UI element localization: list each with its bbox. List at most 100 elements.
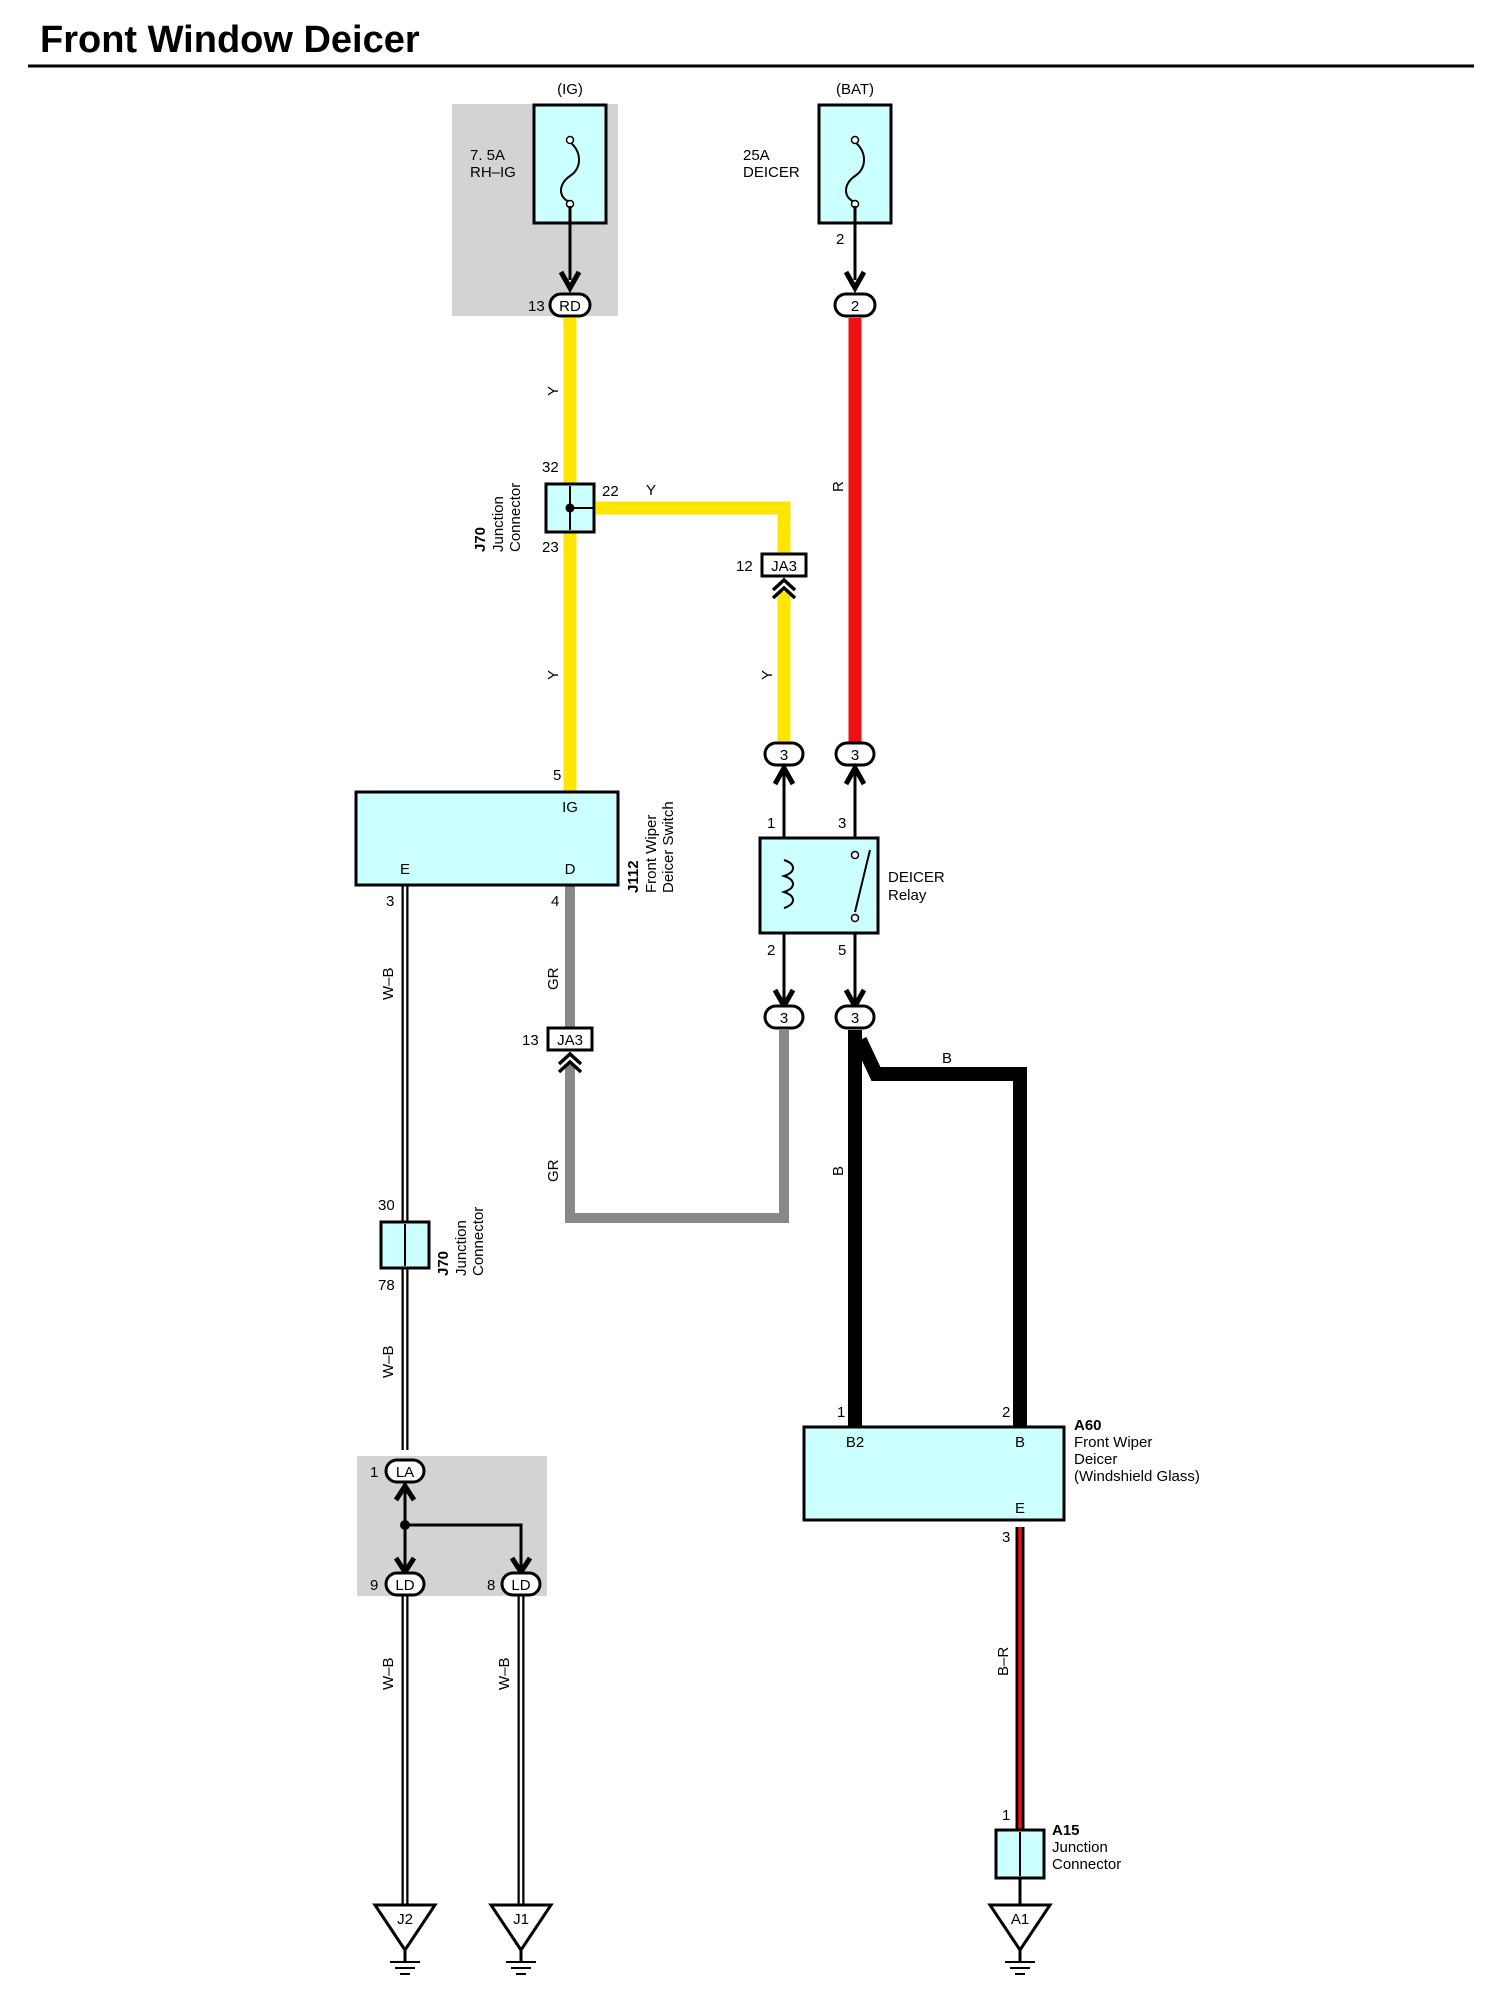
- j70-top-junction: [544, 482, 596, 534]
- relay-pin2: 2: [767, 942, 775, 959]
- la-pin: 1: [370, 1464, 378, 1481]
- wire-gr-loop: [565, 1030, 789, 1223]
- ground-a1: A1: [987, 1903, 1053, 1975]
- j70-bottom-pin-top: 30: [378, 1197, 395, 1214]
- deicer-term-b2: B2: [846, 1434, 864, 1451]
- j70-bottom-name1: Junction: [453, 1220, 470, 1276]
- svg-text:RD: RD: [559, 298, 581, 315]
- bat-connector: 2: [833, 292, 877, 318]
- deicer-name3: (Windshield Glass): [1074, 1468, 1200, 1485]
- ld-right-connector: LD: [500, 1571, 542, 1597]
- svg-text:A1: A1: [1011, 1911, 1029, 1928]
- deicer-pin-b2: 1: [837, 1404, 845, 1421]
- j70-bottom-name2: Connector: [470, 1207, 487, 1276]
- la-connector: LA: [384, 1458, 426, 1484]
- wire-y-branch: [596, 501, 791, 560]
- ground-j2: J2: [372, 1903, 438, 1975]
- front-wiper-deicer-switch: [354, 790, 620, 887]
- j70-bottom-pin-bottom: 78: [378, 1277, 395, 1294]
- svg-text:3: 3: [780, 1010, 788, 1027]
- wire-label-br: B–R: [995, 1647, 1012, 1676]
- svg-text:J2: J2: [397, 1911, 413, 1928]
- ld-right-pin: 8: [487, 1577, 495, 1594]
- j70-top-name1: Junction: [490, 496, 507, 552]
- wire-label-gr1: GR: [545, 967, 562, 990]
- j70-top-pin-branch: 22: [602, 483, 619, 500]
- switch-pin-d: 4: [551, 893, 559, 910]
- wire-label-b2: B: [830, 1166, 847, 1176]
- switch-pin-ig: 5: [553, 767, 561, 784]
- svg-text:3: 3: [780, 747, 788, 764]
- svg-text:JA3: JA3: [771, 558, 797, 575]
- j70-bottom-code: J70: [435, 1251, 452, 1276]
- svg-text:LD: LD: [395, 1577, 414, 1594]
- a15-pin: 1: [1002, 1807, 1010, 1824]
- wire-label-gr2: GR: [545, 1159, 562, 1182]
- ig-fuse-amp: 7. 5A: [470, 147, 505, 164]
- switch-term-d: D: [565, 861, 576, 878]
- svg-text:3: 3: [851, 747, 859, 764]
- relay-bottom-right-connector: 3: [834, 988, 876, 1030]
- rd-pin: 13: [528, 298, 545, 315]
- switch-name2: Deicer Switch: [660, 801, 677, 893]
- wire-label-b1: B: [942, 1050, 952, 1067]
- ig-fuse-name: RH–IG: [470, 164, 516, 181]
- wire-label-wb3: W–B: [380, 1657, 397, 1690]
- wire-label-wb1: W–B: [380, 967, 397, 1000]
- relay-pin1: 1: [767, 815, 775, 832]
- deicer-code: A60: [1074, 1417, 1102, 1434]
- relay-name1: DEICER: [888, 869, 945, 886]
- deicer-relay: [758, 836, 880, 935]
- j70-top-pin-out: 23: [542, 539, 559, 556]
- relay-pin5: 5: [838, 942, 846, 959]
- a15-code: A15: [1052, 1822, 1080, 1839]
- switch-code: J112: [625, 860, 642, 893]
- deicer-pin-e: 3: [1002, 1529, 1010, 1546]
- a15-junction: [994, 1828, 1046, 1905]
- wire-b-to-b: [853, 1037, 1027, 1432]
- page-title: Front Window Deicer: [40, 19, 420, 61]
- deicer-name2: Deicer: [1074, 1451, 1117, 1468]
- relay-pin3: 3: [838, 815, 846, 832]
- j70-top-code: J70: [472, 527, 489, 552]
- relay-bottom-left-connector: 3: [763, 988, 805, 1030]
- ja3-top-pin: 12: [736, 558, 753, 575]
- bat-label: (BAT): [836, 81, 874, 98]
- relay-name2: Relay: [888, 887, 927, 904]
- a15-name2: Connector: [1052, 1856, 1121, 1873]
- svg-text:LA: LA: [396, 1464, 414, 1481]
- bat-fuse-pin: 2: [836, 231, 844, 248]
- j70-bottom-junction: [379, 1220, 431, 1270]
- j70-top-pin-in: 32: [542, 459, 559, 476]
- deicer-term-b: B: [1015, 1434, 1025, 1451]
- switch-term-ig: IG: [562, 799, 578, 816]
- a15-name1: Junction: [1052, 1839, 1108, 1856]
- ja3-top-connector: JA3: [760, 552, 808, 600]
- rd-connector: RD: [548, 292, 592, 318]
- wire-label-wb2: W–B: [380, 1345, 397, 1378]
- switch-term-e: E: [400, 861, 410, 878]
- ground-j1: J1: [488, 1903, 554, 1975]
- wire-label-wb4: W–B: [496, 1657, 513, 1690]
- bat-fuse-amp: 25A: [743, 147, 770, 164]
- ja3-bottom-connector: JA3: [546, 1026, 594, 1074]
- ld-left-pin: 9: [370, 1577, 378, 1594]
- bat-fuse-name: DEICER: [743, 164, 800, 181]
- deicer-term-e: E: [1015, 1500, 1025, 1517]
- switch-pin-e: 3: [386, 893, 394, 910]
- svg-text:LD: LD: [511, 1577, 530, 1594]
- ig-fuse: [532, 103, 608, 294]
- wire-label-y1: Y: [545, 386, 562, 396]
- svg-text:2: 2: [851, 298, 859, 315]
- wire-label-y4: Y: [759, 670, 776, 680]
- j70-top-name2: Connector: [507, 483, 524, 552]
- deicer-name1: Front Wiper: [1074, 1434, 1152, 1451]
- ja3-bottom-pin: 13: [522, 1032, 539, 1049]
- ig-label: (IG): [557, 81, 583, 98]
- deicer-pin-b: 2: [1002, 1404, 1010, 1421]
- svg-text:3: 3: [851, 1010, 859, 1027]
- wire-label-y2: Y: [646, 482, 656, 499]
- wire-label-r: R: [830, 481, 847, 492]
- bat-fuse: [817, 103, 893, 294]
